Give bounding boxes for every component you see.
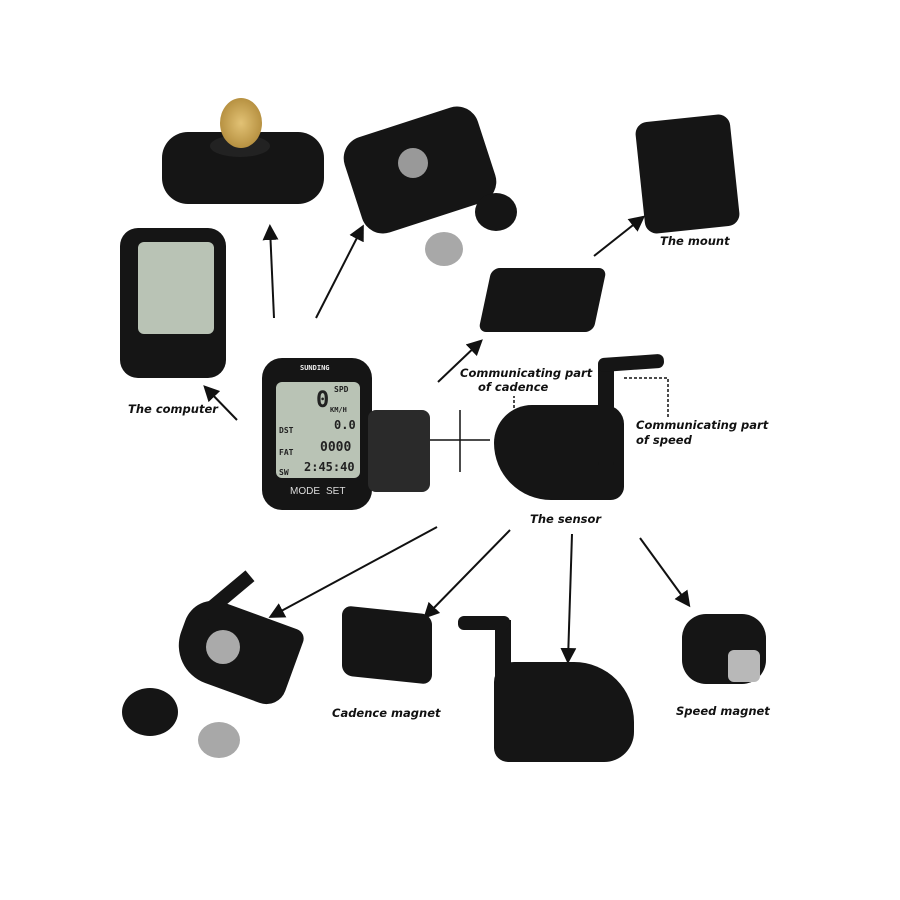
brand-logo: SUNDING [300,364,330,372]
sensor-contact [398,148,428,178]
handlebar-mount [634,113,741,235]
computer-lcd: SUNDING SPD 0 KM/H DST 0.0 FAT 0000 SW 2… [276,364,360,478]
arrow-to-bracket [437,339,483,383]
label-cadence-comm-1: Communicating part [460,366,593,380]
set-button[interactable]: SET [326,486,346,497]
coin-battery-bottom [198,722,240,758]
speed-magnet-bolt [728,650,760,682]
label-the-computer: The computer [128,402,218,416]
sw-value: 2:45:40 [304,460,355,474]
arrow-to-cadence-magnet [423,529,511,619]
coin-image [220,98,262,148]
arrow-to-sensor-open-2 [268,526,438,618]
arrow-to-speed-magnet [639,537,691,608]
dst-value: 0.0 [334,418,356,432]
label-the-sensor: The sensor [530,512,602,526]
coin-battery [425,232,463,266]
battery-cover-bottom [122,688,178,736]
computer-side-lcd [138,242,214,334]
battery-cover [475,193,517,231]
sensor-back-arm-top [458,616,510,630]
sensor-back-arm [495,620,511,700]
mode-button[interactable]: MODE [290,486,320,497]
unit-label: KM/H [330,406,347,414]
arrow-to-sensor-open [315,224,364,319]
label-cadence-magnet: Cadence magnet [332,706,441,720]
speed-value: 0 [316,388,330,413]
mount-bracket [478,268,607,332]
label-speed-magnet: Speed magnet [676,704,770,718]
sw-label: SW [279,468,289,477]
arrow-to-sensor-back [560,533,577,664]
sensor-open-contact [206,630,240,664]
label-speed-comm-1: Communicating part [636,418,769,432]
sensor-back-body [494,662,634,762]
arrow-to-mount [593,215,646,257]
sensor-arm [598,360,614,468]
arrow-to-computer [203,385,238,421]
arrow-to-receiver [262,224,279,319]
label-the-mount: The mount [660,234,730,248]
spd-label: SPD [334,385,349,394]
label-cadence-comm-2: of cadence [478,380,549,394]
fat-label: FAT [279,448,294,457]
computer-mount-clip [368,410,430,492]
label-speed-comm-2: of speed [636,433,692,447]
cadence-magnet [342,605,432,685]
dst-label: DST [279,426,294,435]
fat-value: 0000 [320,440,352,455]
